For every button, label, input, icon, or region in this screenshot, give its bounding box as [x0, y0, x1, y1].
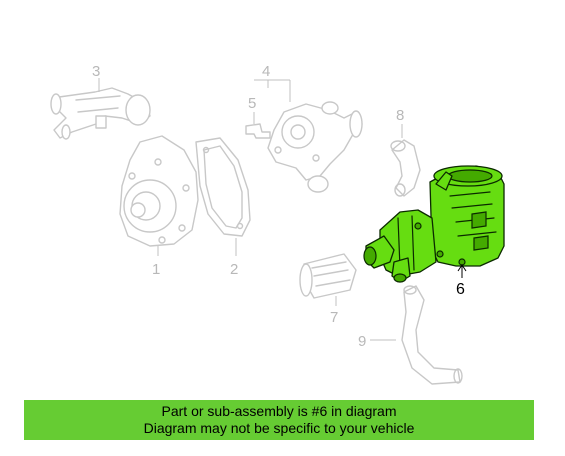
part-6-coolant-housing[interactable]: [363, 165, 505, 283]
part-8-small-hose[interactable]: [390, 139, 421, 197]
callout-2[interactable]: 2: [230, 261, 238, 278]
banner-line-1: Part or sub-assembly is #6 in diagram: [161, 403, 397, 419]
part-7-connector-hose[interactable]: [299, 253, 357, 299]
callout-3[interactable]: 3: [92, 63, 100, 80]
callout-6[interactable]: 6: [456, 281, 465, 298]
banner-line-2: Diagram may not be specific to your vehi…: [143, 420, 415, 436]
part-1-water-pump[interactable]: [119, 135, 199, 247]
leader-4: [254, 79, 291, 102]
part-9-lower-pipe[interactable]: [401, 285, 463, 385]
callout-7[interactable]: 7: [330, 309, 338, 326]
leader-6-arrow: [457, 264, 467, 272]
callout-1[interactable]: 1: [152, 261, 160, 278]
info-banner: Part or sub-assembly is #6 in diagram Di…: [24, 400, 534, 440]
part-2-gasket[interactable]: [195, 137, 251, 237]
callout-8[interactable]: 8: [396, 107, 404, 124]
part-5-bleed-valve[interactable]: [245, 123, 271, 139]
callout-5[interactable]: 5: [248, 95, 256, 112]
callout-9[interactable]: 9: [358, 333, 366, 350]
part-4-thermostat-housing[interactable]: [267, 101, 363, 193]
part-3-inlet-pipe[interactable]: [50, 87, 151, 140]
callout-4[interactable]: 4: [262, 63, 270, 80]
